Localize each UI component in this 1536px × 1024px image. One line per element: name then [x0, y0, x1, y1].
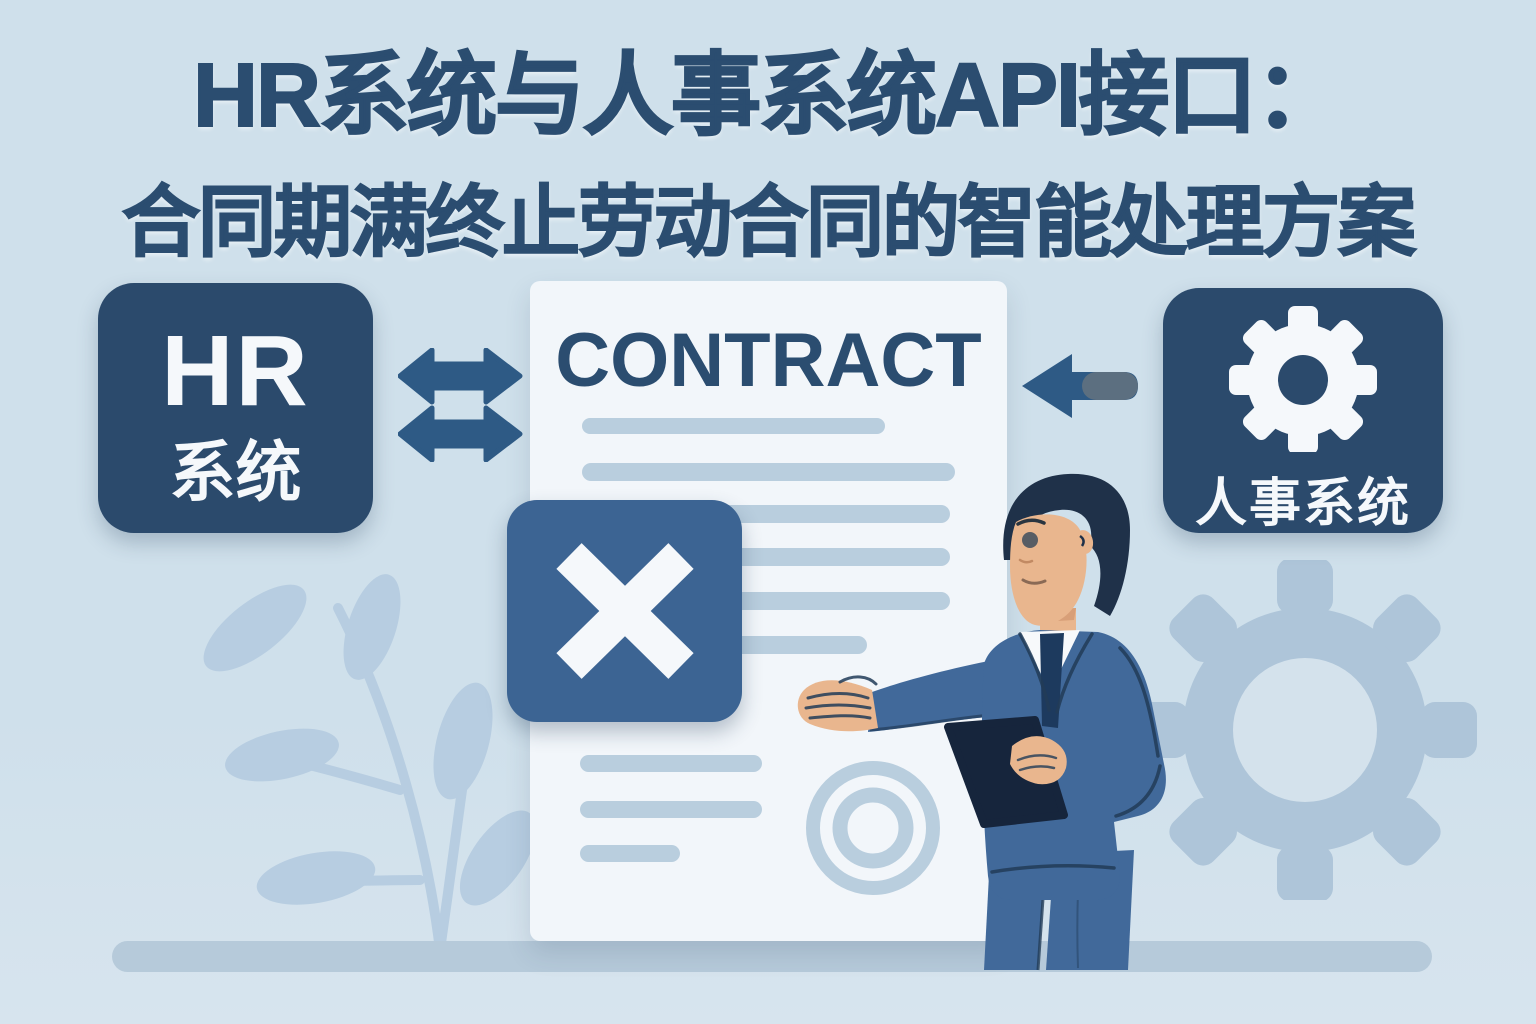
contract-text-line [580, 845, 680, 862]
x-cancel-badge [507, 500, 742, 722]
personnel-system-card: 人事系统 [1163, 288, 1443, 533]
gear-icon [1229, 306, 1377, 454]
businessman-illustration [797, 473, 1166, 971]
hr-system-acronym: HR [161, 315, 310, 427]
stamp-icon [806, 761, 940, 895]
page-subtitle: 合同期满终止劳动合同的智能处理方案 [121, 177, 1417, 267]
hr-system-card: HR 系统 [98, 283, 373, 533]
contract-text-line [582, 418, 885, 434]
left-arrow-icon [1022, 354, 1138, 418]
leaf-branch-decoration-icon [203, 574, 537, 955]
contract-heading: CONTRACT [555, 318, 982, 403]
gear-silhouette-icon [1140, 560, 1477, 900]
contract-text-line [582, 463, 955, 481]
sync-arrows-icon [398, 348, 523, 462]
contract-text-line [580, 755, 762, 772]
personnel-system-label: 人事系统 [1194, 475, 1411, 533]
contract-text-line [580, 801, 762, 818]
page-title-block: HR系统与人事系统API接口： 合同期满终止劳动合同的智能处理方案 [0, 22, 1536, 272]
floor-bar [112, 941, 1432, 972]
page-title: HR系统与人事系统API接口： [192, 45, 1346, 147]
hr-system-label: 系统 [169, 435, 302, 509]
contract-document: CONTRACT [530, 281, 1007, 941]
x-icon [556, 543, 694, 679]
